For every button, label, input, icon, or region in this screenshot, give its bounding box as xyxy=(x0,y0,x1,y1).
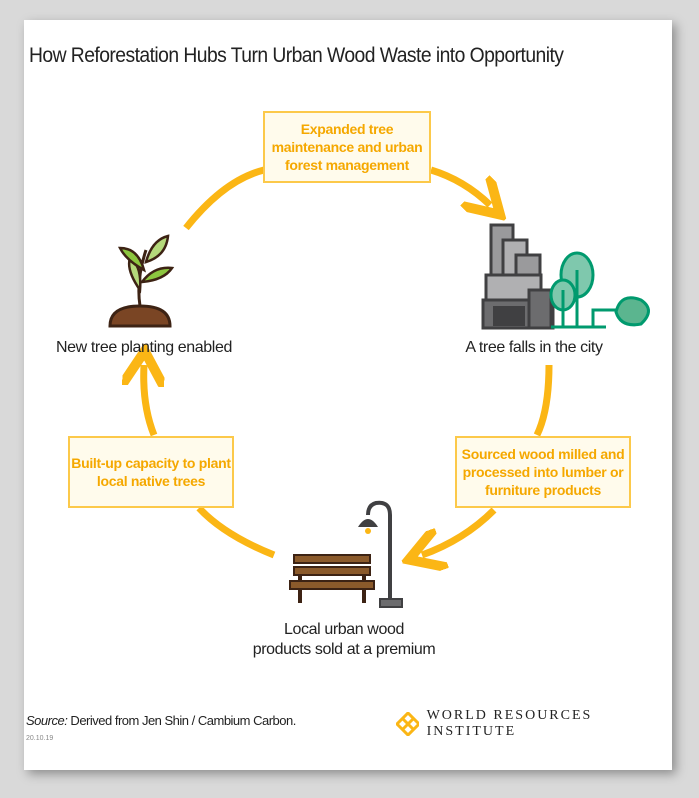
sprout-icon xyxy=(108,234,175,328)
node-city-label: A tree falls in the city xyxy=(465,339,603,356)
date-stamp: 20.10.19 xyxy=(26,735,54,742)
step-box-top: Expanded tree maintenance and urban fore… xyxy=(263,111,431,183)
step-text: Expanded tree maintenance and urban fore… xyxy=(271,121,423,173)
arrow-top xyxy=(183,166,490,228)
step-text: Sourced wood milled and processed into l… xyxy=(461,446,625,498)
wri-logo: WORLD RESOURCES INSTITUTE xyxy=(396,708,672,740)
page-title: How Reforestation Hubs Turn Urban Wood W… xyxy=(29,44,564,67)
source-note: Source: Derived from Jen Shin / Cambium … xyxy=(26,713,296,728)
products-line-2: products sold at a premium xyxy=(252,641,436,658)
arrow-left xyxy=(144,365,276,559)
node-planting-label: New tree planting enabled xyxy=(56,339,232,356)
step-text: Built-up capacity to plant local native … xyxy=(71,455,231,489)
wri-logo-icon xyxy=(396,712,419,736)
infographic-card: How Reforestation Hubs Turn Urban Wood W… xyxy=(24,20,672,770)
city-trees-icon xyxy=(481,223,650,330)
source-label: Source: xyxy=(26,713,68,728)
step-box-right: Sourced wood milled and processed into l… xyxy=(455,436,631,508)
wri-logo-text: WORLD RESOURCES INSTITUTE xyxy=(426,708,593,739)
arrow-right xyxy=(422,364,553,555)
source-text: Derived from Jen Shin / Cambium Carbon. xyxy=(67,713,296,728)
products-line-1: Local urban wood xyxy=(284,621,404,638)
step-box-left: Built-up capacity to plant local native … xyxy=(68,436,234,508)
cycle-arrows xyxy=(24,166,553,770)
node-products-label: Local urban wood products sold at a prem… xyxy=(224,620,464,660)
bench-lamp-icon xyxy=(289,500,403,608)
